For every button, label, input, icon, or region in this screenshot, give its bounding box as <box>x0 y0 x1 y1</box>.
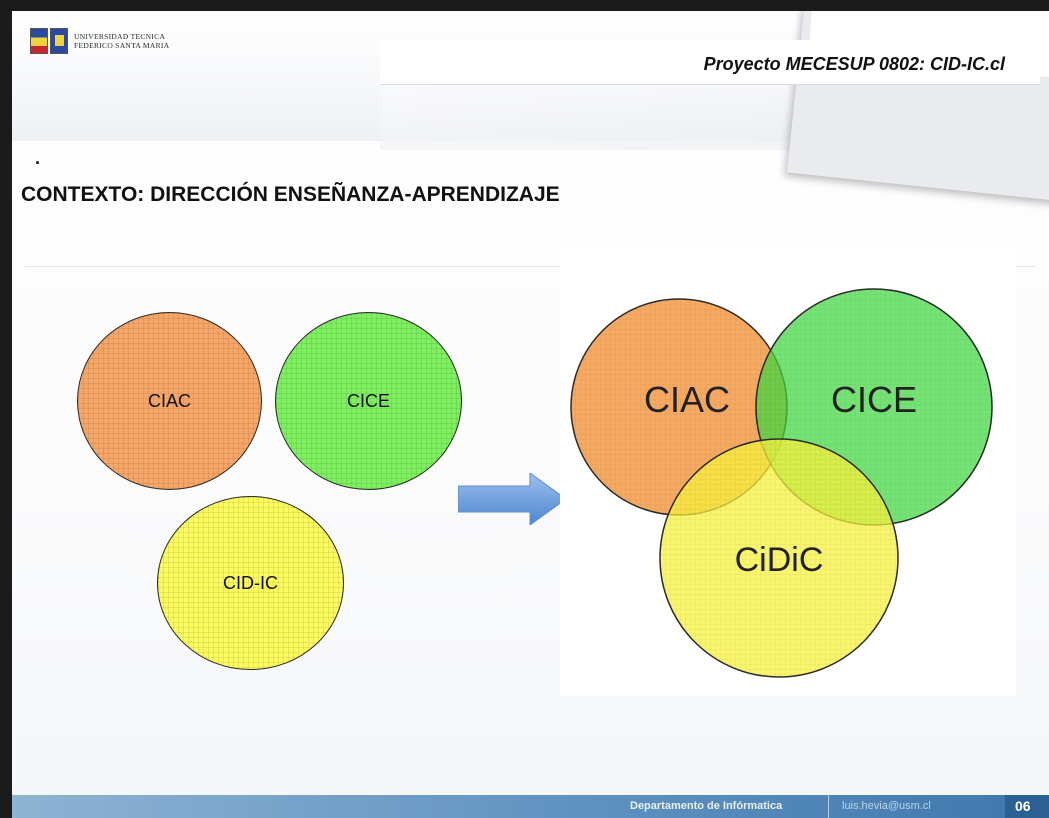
circle-cice: CICE <box>275 312 462 490</box>
university-name-line1: UNIVERSIDAD TECNICA <box>74 32 166 41</box>
footer-email: luis.hevia@usm.cl <box>842 800 931 812</box>
venn-circle-cidic <box>659 438 899 678</box>
window-frame-top <box>0 0 1049 11</box>
venn-label-cice: CICE <box>831 379 917 420</box>
venn-label-cidic: CiDiC <box>735 541 824 579</box>
project-title: Proyecto MECESUP 0802: CID-IC.cl <box>703 54 1005 74</box>
circle-ciac: CIAC <box>77 312 262 490</box>
circle-ciac-label: CIAC <box>147 390 191 411</box>
circle-cid-ic-label: CID-IC <box>223 572 278 593</box>
university-logo: UNIVERSIDAD TECNICA FEDERICO SANTA MARIA <box>30 28 169 54</box>
page-number-box <box>1005 795 1049 818</box>
university-name: UNIVERSIDAD TECNICA FEDERICO SANTA MARIA <box>74 32 169 50</box>
venn-label-ciac: CIAC <box>644 379 730 420</box>
footer-department: Departamento de Infórmatica <box>630 800 783 812</box>
bullet-dot: . <box>35 148 41 168</box>
university-name-line2: FEDERICO SANTA MARIA <box>74 41 170 50</box>
window-frame-left <box>0 0 12 818</box>
circle-cid-ic: CID-IC <box>157 496 344 670</box>
page-number: 06 <box>1015 798 1031 814</box>
footer-bar: Departamento de Infórmatica luis.hevia@u… <box>12 795 1049 818</box>
footer-divider <box>828 795 829 818</box>
divider <box>25 266 1035 267</box>
section-title: CONTEXTO: DIRECCIÓN ENSEÑANZA-APRENDIZAJ… <box>21 183 560 206</box>
venn-diagram: CIAC CICE CiDiC <box>560 249 1016 696</box>
university-crest-icon <box>30 28 68 54</box>
circle-cice-label: CICE <box>346 390 390 411</box>
project-title-box: Proyecto MECESUP 0802: CID-IC.cl <box>380 40 1040 85</box>
right-arrow-icon <box>458 473 567 525</box>
